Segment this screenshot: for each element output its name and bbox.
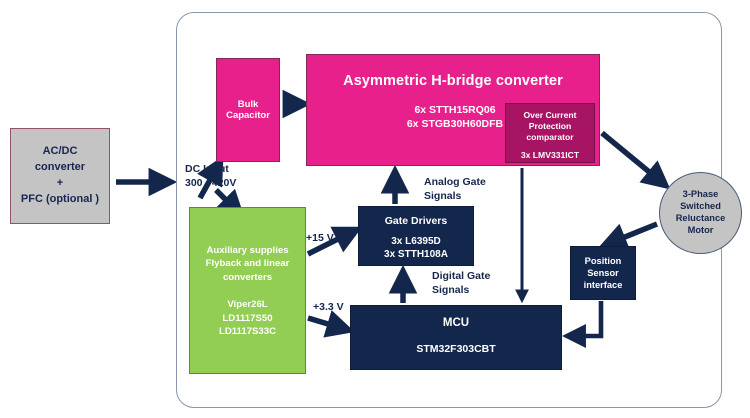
hbridge-part2: 6x STGB30H60DFB [406,118,504,131]
motor-line1: 3-Phase [682,189,719,200]
ac-dc-converter-block[interactable]: AC/DC converter + PFC (optional ) [10,128,110,224]
motor-line3: Reluctance [675,213,726,223]
gatedrivers-title: Gate Drivers [384,215,448,227]
possensor-line3: interface [583,280,623,291]
ocp-line3: comparator [526,132,574,143]
mcu-block[interactable]: MCU STM32F303CBT [350,305,562,370]
acdc-line3: + [56,177,64,189]
wire-possensor-to-mcu [562,301,604,348]
bulkcap-line1: Bulk [237,98,259,110]
over-current-protection-block[interactable]: Over Current Protection comparator 3x LM… [505,103,595,163]
possensor-line2: Sensor [587,267,619,278]
motor-line2: Switched [680,201,721,212]
motor-line4: Motor [687,224,714,235]
wire-dcinput-to-bulkcap [197,155,224,200]
wire-hbridge-to-motor [600,130,671,190]
bulkcap-line2: Capacitor [226,110,270,121]
ocp-line2: Protection [528,121,572,132]
possensor-line1: Position [584,255,622,266]
ocp-part: 3x LMV331ICT [520,149,580,160]
digital-gate-signals-label: Digital Gate Signals [432,270,491,296]
wire-motor-to-possensor [598,221,659,251]
gatedrivers-part2: 3x STTH108A [384,249,448,261]
mcu-title: MCU [442,317,470,329]
analog-gate-signals-label: Analog Gate Signals [424,176,486,202]
wire-aux-33v-to-mcu [307,310,355,338]
rail-33v-label: +3.3 V [313,301,344,313]
hbridge-part1: 6x STTH15RQ06 [414,104,496,116]
gatedrivers-parts: 3x L6395D 3x STTH108A [384,235,448,261]
mcu-part: STM32F303CBT [416,342,496,355]
auxiliary-supplies-block[interactable]: Auxiliary supplies Flyback and linear co… [189,207,306,374]
ocp-line1: Over Current [523,110,577,120]
hbridge-title: Asymmetric H-bridge converter [343,73,563,89]
gatedrivers-part1: 3x L6395D [391,236,441,248]
motor-block[interactable]: 3-Phase Switched Reluctance Motor [659,172,742,254]
acdc-line2: converter [34,161,86,174]
position-sensor-interface-block[interactable]: Position Sensor interface [570,246,636,300]
aux-line1: Auxiliary supplies [206,245,289,256]
aux-part2: LD1117S50 [222,312,273,324]
acdc-line1: AC/DC [42,145,78,158]
aux-part3: LD1117S33C [218,326,277,338]
wire-aux-15v-to-gatedrivers [306,226,363,257]
rail-15v-label: +15 V [306,232,334,244]
hbridge-parts: 6x STTH15RQ06 6x STGB30H60DFB [385,103,525,131]
gate-drivers-block[interactable]: Gate Drivers 3x L6395D 3x STTH108A [358,206,474,266]
acdc-line4: PFC (optional ) [20,192,100,205]
aux-line3: converters [222,271,273,283]
aux-part1: Viper26L [227,299,268,311]
dc-input-label: DC Input 300 - 420V [185,163,237,189]
aux-line2: Flyback and linear [205,258,290,270]
bulk-capacitor-block[interactable]: Bulk Capacitor [216,58,280,162]
aux-parts: Viper26L LD1117S50 LD1117S33C [219,298,276,338]
